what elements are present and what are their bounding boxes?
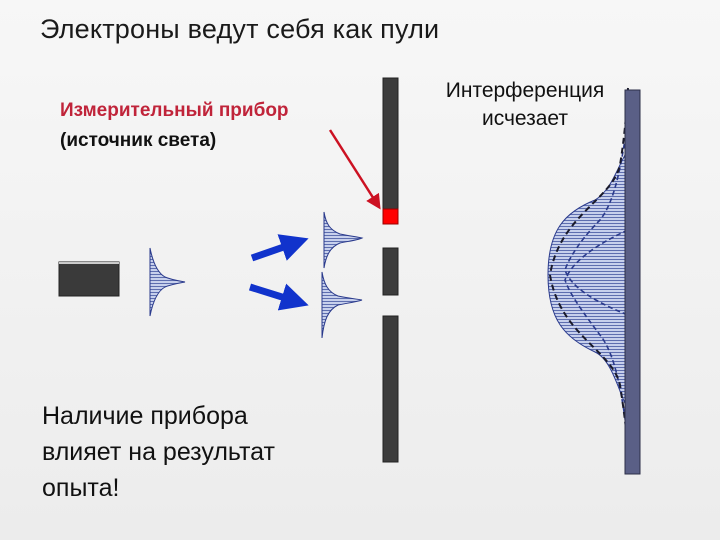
detection-screen xyxy=(624,89,641,475)
note-line1: Наличие прибора xyxy=(42,402,248,430)
measuring-device-label: Измерительный прибор (источник света) xyxy=(60,96,289,156)
electron-source xyxy=(58,261,120,297)
light-detector xyxy=(382,208,399,225)
envelope-curve xyxy=(548,87,629,446)
slit-wall-top xyxy=(382,77,399,211)
lower-trajectory-arrow xyxy=(248,283,309,311)
device-label-line2: (источник света) xyxy=(60,130,217,151)
interference-label-line1: Интерференция xyxy=(445,79,605,102)
slit-curve-lower xyxy=(564,229,629,441)
slit-curve-upper xyxy=(564,119,629,316)
source-wave-packet xyxy=(149,247,186,317)
upper-wave-packet xyxy=(323,211,364,269)
conclusion-note: Наличие прибора влияет на результат опыт… xyxy=(42,398,275,506)
device-label-line1: Измерительный прибор xyxy=(60,100,289,121)
slit-wall-bottom xyxy=(382,315,399,463)
slide-title: Электроны ведут себя как пули xyxy=(40,14,440,44)
lower-wave-packet xyxy=(321,271,363,339)
note-line3: опыта! xyxy=(42,474,120,502)
pointer-arrow xyxy=(328,129,381,210)
note-line2: влияет на результат xyxy=(42,438,275,466)
upper-trajectory-arrow xyxy=(250,234,309,262)
slit-wall-middle xyxy=(382,247,399,296)
interference-label: Интерференция исчезает xyxy=(420,77,630,133)
interference-label-line2: исчезает xyxy=(481,107,569,130)
